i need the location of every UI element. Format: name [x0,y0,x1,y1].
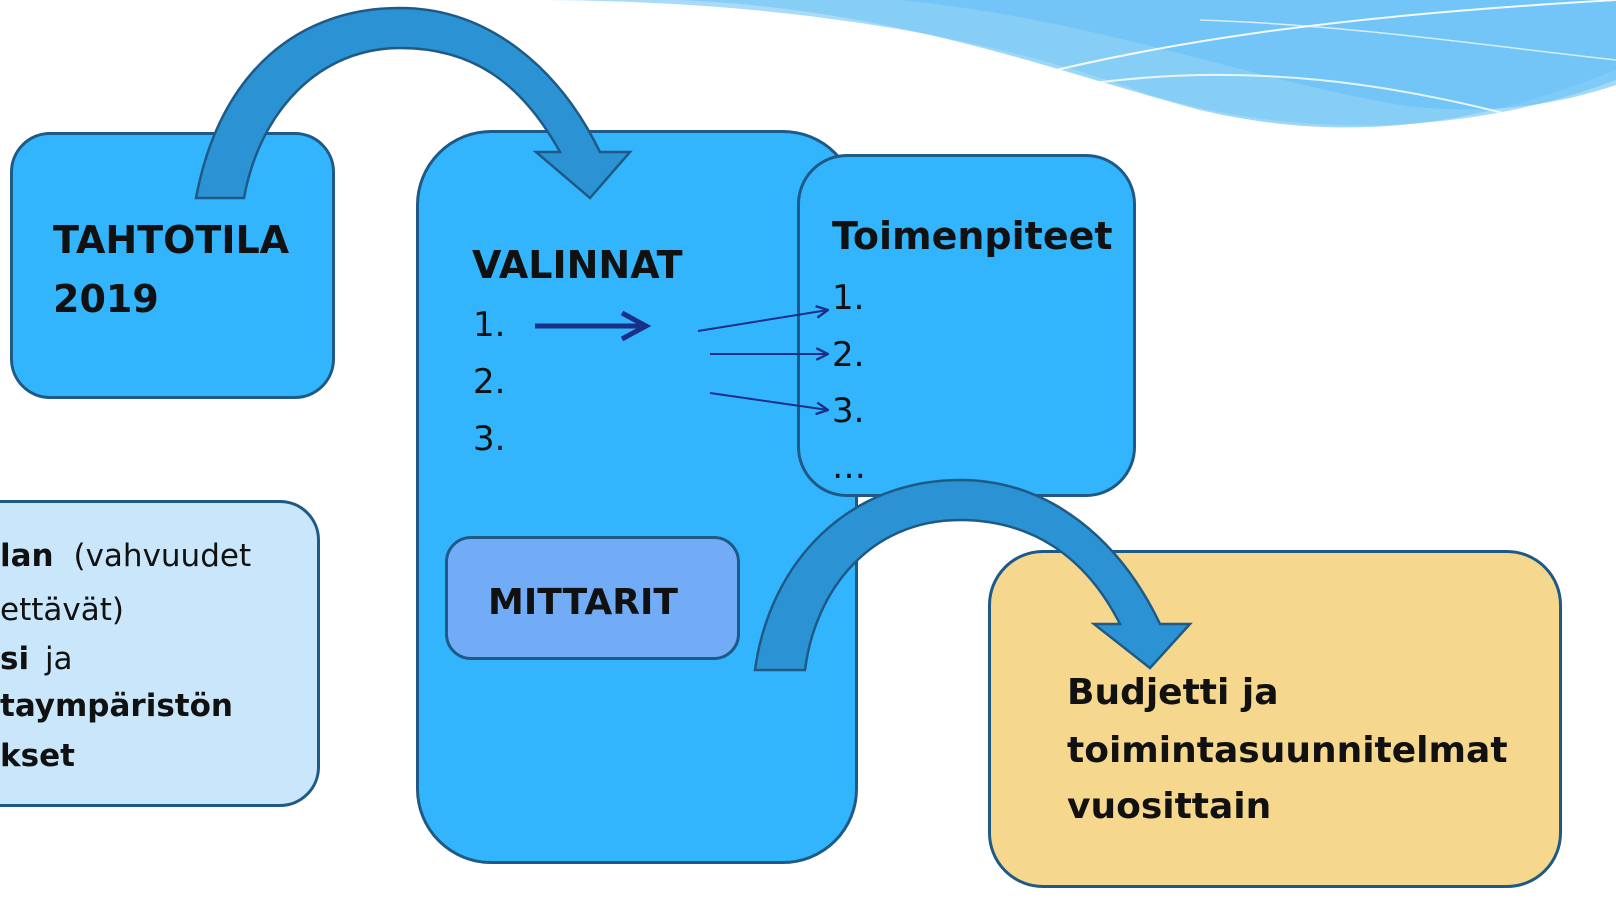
analysis-line-2: ettävät) [0,592,124,628]
analysis-line-1-bold: lan [0,538,54,574]
thin-arrow-1-icon [697,310,828,332]
curved-arrow-toimenpiteet-to-budjetti [753,478,1193,672]
analysis-line-1: lan (vahvuudet [0,538,251,574]
toimenpiteet-box [797,154,1136,497]
analysis-line-3-bold: si [0,641,30,677]
budjetti-line-2: toimintasuunnitelmat [1067,730,1508,771]
toimenpiteet-item-more: … [832,447,866,487]
toimenpiteet-item-3: 3. [832,391,865,431]
analysis-line-1-rest: (vahvuudet [73,538,252,574]
tahtotila-year: 2019 [53,277,159,321]
valinnat-box [416,130,858,864]
toimenpiteet-item-1: 1. [832,278,865,318]
analysis-line-4: taympäristön [0,688,233,724]
analysis-line-5: kset [0,738,75,774]
budjetti-line-1: Budjetti ja [1067,672,1279,713]
valinnat-title: VALINNAT [472,243,683,287]
mittarit-label: MITTARIT [488,582,678,623]
budjetti-line-3: vuosittain [1067,786,1272,827]
tahtotila-box [10,132,335,399]
tahtotila-title: TAHTOTILA [53,218,290,262]
valinnat-item-2: 2. [473,362,506,402]
analysis-line-3: si ja [0,641,73,677]
mittarit-box [445,536,740,660]
valinnat-item-1: 1. [473,305,506,345]
curved-arrow-tahtotila-to-valinnat [194,6,633,200]
thin-arrow-3-icon [709,392,828,410]
toimenpiteet-item-2: 2. [832,335,865,375]
analysis-box [0,500,320,807]
toimenpiteet-title: Toimenpiteet [832,214,1113,258]
budjetti-box [988,550,1562,888]
analysis-line-3-rest: ja [44,641,73,677]
valinnat-item-3: 3. [473,419,506,459]
